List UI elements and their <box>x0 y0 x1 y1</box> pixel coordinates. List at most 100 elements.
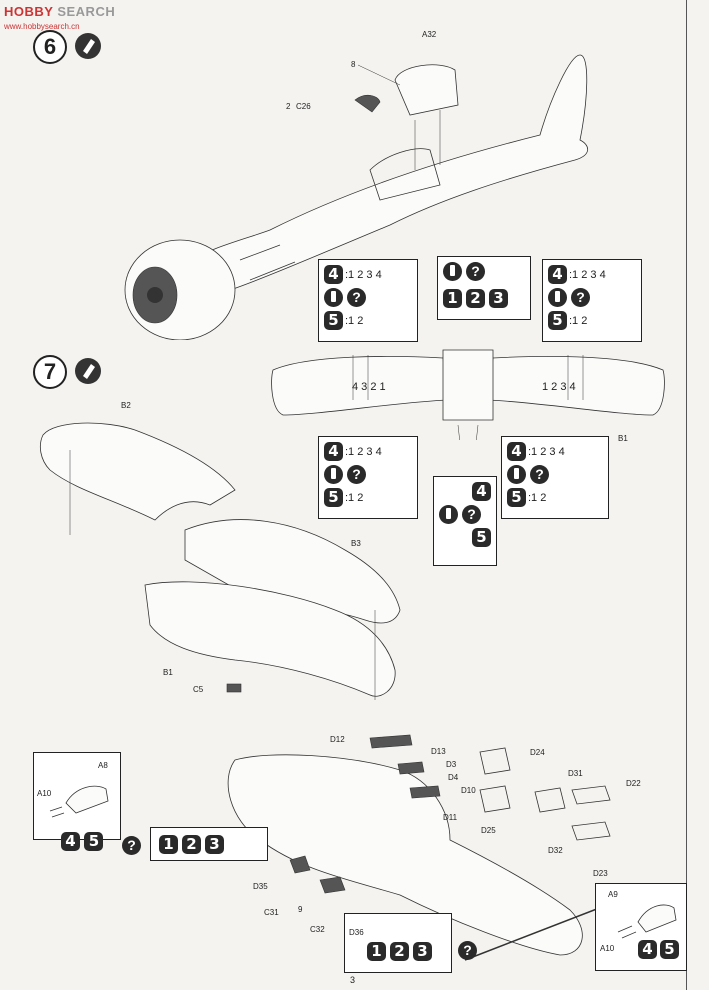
code-3: 3 <box>205 834 224 854</box>
wing-underside-drawing <box>271 349 665 440</box>
code-q: ? <box>466 262 485 281</box>
code-seq: :1 2 3 4 <box>345 445 382 458</box>
part-c5-label: C5 <box>193 685 204 694</box>
code-4: 4 <box>507 442 526 461</box>
part-b3-label: B3 <box>351 539 361 548</box>
code-4: 4 <box>61 832 80 851</box>
code-4: 4 <box>548 265 567 284</box>
a9-codes: 4 5 <box>638 940 679 959</box>
part-d10-label: D10 <box>461 786 476 795</box>
code-4: 4 <box>472 482 491 501</box>
code-2: 2 <box>390 942 409 961</box>
code-5: 5 <box>548 311 567 330</box>
part-b1-lower-label: B1 <box>163 668 173 677</box>
part-d13-label: D13 <box>431 747 446 756</box>
part-d23-label: D23 <box>593 869 608 878</box>
d36-codes: 1 2 3 <box>367 942 432 961</box>
code-5: 5 <box>660 940 679 959</box>
code-1: 1 <box>367 942 386 961</box>
code-5: 5 <box>324 311 343 330</box>
code-q: ? <box>347 465 366 484</box>
wing-marks-left: 4 3 2 1 <box>352 381 386 393</box>
part-c32-label: C32 <box>310 925 325 934</box>
code-box-left-top: 4:1 2 3 4 ? 5:1 2 <box>318 259 418 342</box>
mix-icon <box>548 288 567 307</box>
part-c26-label: C26 <box>296 102 311 111</box>
code-5: 5 <box>472 528 491 547</box>
code-q: ? <box>122 836 141 855</box>
code-4: 4 <box>324 265 343 284</box>
step-6-number: 6 <box>33 30 67 64</box>
part-d4-label: D4 <box>448 773 459 782</box>
detail-box-a8: A8 A10 <box>33 752 121 840</box>
code-seq: :1 2 3 4 <box>345 268 382 281</box>
code-q: ? <box>347 288 366 307</box>
mix-icon <box>439 505 458 524</box>
watermark-site: www.hobbysearch.cn <box>4 22 80 31</box>
part-b2-label: B2 <box>121 401 131 410</box>
wing-exploded-drawing <box>39 422 401 700</box>
code-q-d36: ? <box>458 941 477 960</box>
mix-icon <box>507 465 526 484</box>
code-4: 4 <box>324 442 343 461</box>
part-d3-label: D3 <box>446 760 457 769</box>
cement-icon <box>75 33 101 59</box>
mix-icon <box>324 465 343 484</box>
page-edge-line <box>686 0 687 990</box>
callout-2: 2 <box>286 102 291 111</box>
part-a10-label: A10 <box>37 789 52 798</box>
underside-assembly-drawing <box>227 734 621 961</box>
part-a32-label: A32 <box>422 30 437 39</box>
part-c31-label: C31 <box>264 908 279 917</box>
code-q: ? <box>571 288 590 307</box>
code-box-right-top: 4:1 2 3 4 ? 5:1 2 <box>542 259 642 342</box>
mix-icon <box>443 262 462 281</box>
part-d22-label: D22 <box>626 779 641 788</box>
part-d35-label: D35 <box>253 882 268 891</box>
code-2: 2 <box>182 834 201 854</box>
part-d12-label: D12 <box>330 735 345 744</box>
part-a8-label: A8 <box>98 761 108 770</box>
code-seq: :1 2 <box>345 314 364 327</box>
code-1: 1 <box>443 289 462 308</box>
code-5: 5 <box>324 488 343 507</box>
code-seq: :1 2 3 4 <box>528 445 565 458</box>
code-q: ? <box>458 941 477 960</box>
code-5: 5 <box>507 488 526 507</box>
code-box-right-bottom: 4:1 2 3 4 ? 5:1 2 <box>501 436 609 519</box>
code-seq: :1 2 <box>528 491 547 504</box>
code-box-left-bottom: 4:1 2 3 4 ? 5:1 2 <box>318 436 418 519</box>
callout-9: 9 <box>298 905 303 914</box>
callout-8: 8 <box>351 60 356 69</box>
code-q: ? <box>462 505 481 524</box>
part-d24-label: D24 <box>530 748 545 757</box>
part-d31-label: D31 <box>568 769 583 778</box>
step-7-number: 7 <box>33 355 67 389</box>
part-d32-label: D32 <box>548 846 563 855</box>
code-q: ? <box>530 465 549 484</box>
a8-part-drawing <box>49 785 109 818</box>
part-a10-second-label: A10 <box>600 944 615 953</box>
a9-part-drawing <box>617 904 677 939</box>
cement-icon <box>75 358 101 384</box>
code-seq: :1 2 3 4 <box>569 268 606 281</box>
part-d36-label: D36 <box>349 928 364 937</box>
code-3: 3 <box>489 289 508 308</box>
code-seq: :1 2 <box>345 491 364 504</box>
wing-marks-right: 1 2 3 4 <box>542 381 576 393</box>
code-box-d36: D36 1 2 3 <box>344 913 452 973</box>
detail-box-a9: A9 A10 4 5 <box>595 883 687 971</box>
code-3: 3 <box>413 942 432 961</box>
part-b1-label: B1 <box>618 434 628 443</box>
code-box-d35: 1 2 3 <box>150 827 268 861</box>
watermark-logo: HOBBY SEARCH <box>4 4 115 19</box>
mix-icon <box>324 288 343 307</box>
code-seq: :1 2 <box>569 314 588 327</box>
code-q-standalone: ? <box>122 836 141 855</box>
fuselage-drawing <box>124 54 589 340</box>
part-d25-label: D25 <box>481 826 496 835</box>
code-4: 4 <box>638 940 657 959</box>
page-number: 3 <box>350 975 356 985</box>
code-5: 5 <box>84 832 104 851</box>
